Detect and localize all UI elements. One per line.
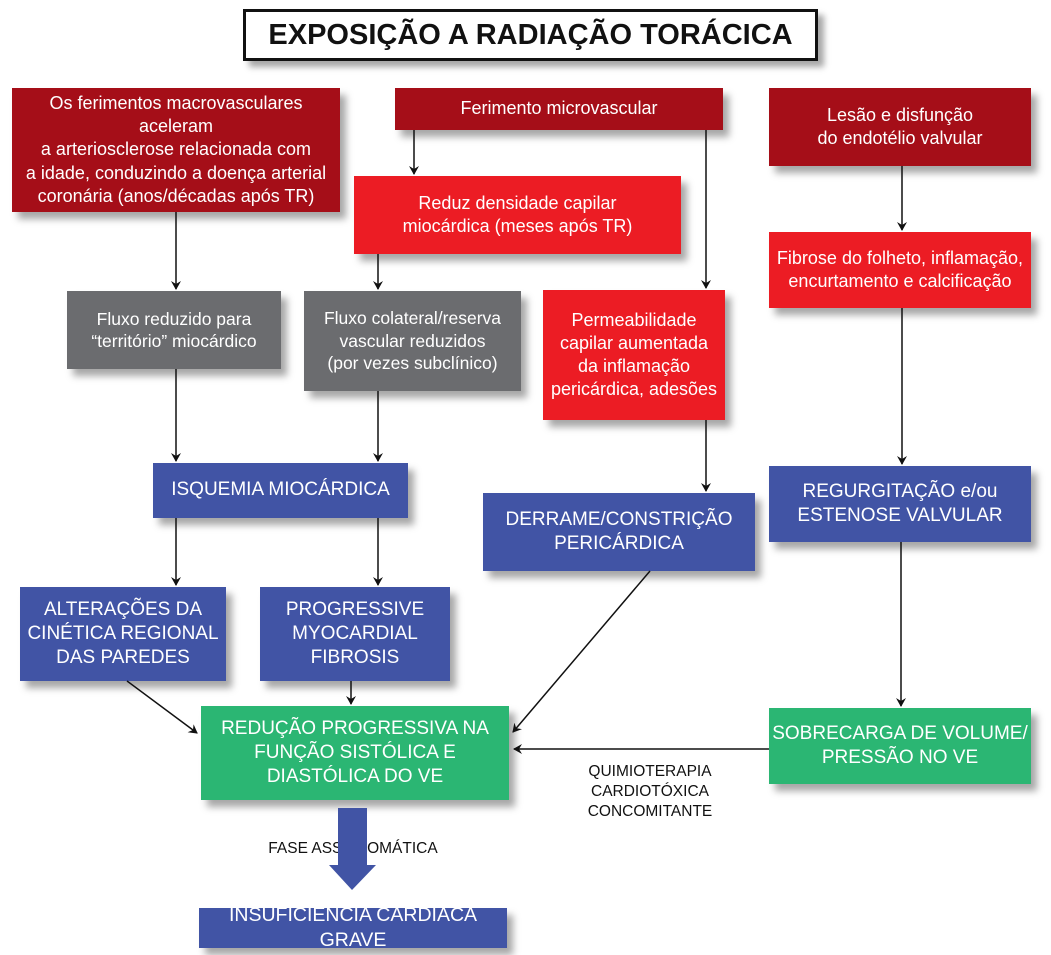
node-valvular-endothelium-injury: Lesão e disfunção do endotélio valvular (769, 88, 1031, 166)
diagram-title-text: EXPOSIÇÃO A RADIAÇÃO TORÁCICA (268, 18, 793, 51)
node-myocardial-ischemia: ISQUEMIA MIOCÁRDICA (153, 463, 408, 518)
arrow-pericardial-to-lv (512, 570, 651, 733)
node-microvascular-injury: Ferimento microvascular (395, 88, 723, 130)
node-leaflet-fibrosis: Fibrose do folheto, inflamação, encurtam… (769, 232, 1031, 308)
label-cardiotoxic-chemo: QUIMIOTERAPIA CARDIOTÓXICA CONCOMITANTE (587, 763, 713, 821)
node-capillary-permeability: Permeabilidade capilar aumentada da infl… (543, 290, 725, 420)
node-collateral-flow: Fluxo colateral/reserva vascular reduzid… (304, 291, 521, 391)
node-severe-heart-failure: INSUFICIÊNCIA CARDÍACA GRAVE (199, 904, 507, 951)
node-pericardial-effusion: DERRAME/CONSTRIÇÃO PERICÁRDICA (483, 493, 755, 571)
node-wall-motion: ALTERAÇÕES DA CINÉTICA REGIONAL DAS PARE… (20, 587, 226, 681)
node-macrovascular-injury: Os ferimentos macrovasculares aceleram a… (12, 88, 340, 212)
node-capillary-density: Reduz densidade capilar miocárdica (mese… (354, 176, 681, 254)
label-asymptomatic-phase: FASE ASSINTOMÁTICA (268, 840, 438, 857)
node-lv-function-reduction: REDUÇÃO PROGRESSIVA NA FUNÇÃO SISTÓLICA … (201, 706, 509, 800)
node-reduced-flow: Fluxo reduzido para “território” miocárd… (67, 291, 281, 369)
node-valvular-disease: REGURGITAÇÃO e/ou ESTENOSE VALVULAR (769, 466, 1031, 542)
node-myocardial-fibrosis: PROGRESSIVE MYOCARDIAL FIBROSIS (260, 587, 450, 681)
node-volume-pressure-overload: SOBRECARGA DE VOLUME/ PRESSÃO NO VE (769, 708, 1031, 784)
arrow-wall-to-lv (126, 680, 198, 734)
diagram-title: EXPOSIÇÃO A RADIAÇÃO TORÁCICA (243, 9, 818, 61)
